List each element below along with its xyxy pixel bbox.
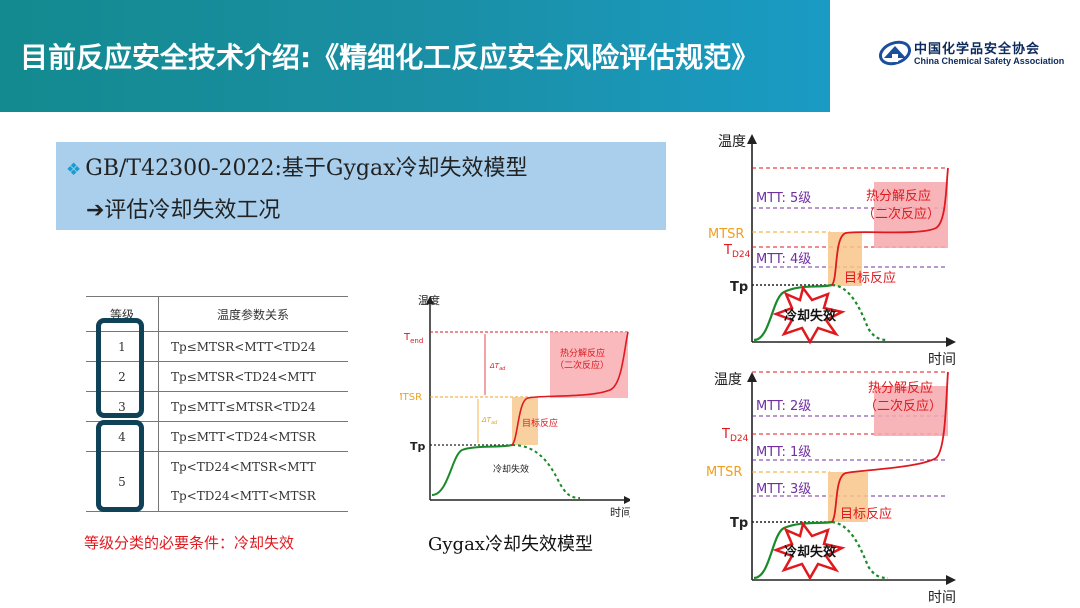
decomposition-region — [874, 182, 948, 248]
td24-label-main: T — [721, 427, 730, 442]
td24-label: TD24 — [721, 427, 749, 444]
mtt2-label: MTT: 2级 — [756, 399, 811, 414]
cooling-failure-label: 冷却失效 — [784, 308, 837, 324]
tp-label: Tp — [730, 280, 748, 295]
decomposition-label: 热分解反应 — [866, 188, 931, 204]
decomposition-region — [550, 332, 628, 398]
grade-chart-bottom: 温度 时间 MTT: 2级 TD24 MTT: 1级 MTSR MTT: 3级 … — [700, 366, 960, 606]
mtt4-label: MTT: 4级 — [756, 252, 811, 267]
relation-cell: Tp<TD24<MTT<MTSR — [158, 481, 348, 512]
tp-label: Tp — [730, 516, 748, 531]
dtad-label-large: ΔTad — [489, 362, 506, 372]
grade-bracket-top — [96, 318, 144, 418]
y-axis-arrow-icon — [747, 134, 757, 144]
y-axis-arrow-icon — [426, 296, 434, 304]
association-logo: 中国化学品安全协会 China Chemical Safety Associat… — [878, 36, 1068, 76]
mtt3-label: MTT: 3级 — [756, 482, 811, 497]
td24-label-sub: D24 — [730, 434, 749, 444]
logo-emblem-icon — [878, 40, 912, 66]
decomposition-region — [874, 386, 948, 436]
logo-panel — [830, 0, 1080, 112]
x-axis-label: 时间 — [928, 590, 956, 606]
relation-cell: Tp≤MTT<TD24<MTSR — [158, 421, 348, 452]
runaway-curve — [511, 331, 629, 446]
process-curve — [431, 444, 513, 496]
td24-label: TD24 — [723, 243, 751, 260]
cooling-failure-burst-icon — [772, 285, 846, 345]
td24-label-sub: D24 — [732, 250, 751, 260]
y-axis-arrow-icon — [747, 372, 757, 382]
table-row: Tp<TD24<MTT<MTSR — [86, 481, 348, 512]
tend-label-main: T — [403, 332, 411, 343]
callout-line-2: ➔评估冷却失效工况 — [86, 198, 281, 223]
y-axis-label: 温度 — [714, 372, 742, 388]
mtsr-label: MTSR — [400, 392, 422, 403]
dtad-label-small: ΔTad — [481, 416, 498, 426]
decomposition-label: 热分解反应 — [560, 347, 605, 359]
target-reaction-label: 目标反应 — [844, 270, 896, 286]
relation-cell: Tp≤MTSR<MTT<TD24 — [158, 331, 348, 362]
cooling-curve — [511, 444, 581, 499]
dtad-label-small-sub: ad — [491, 420, 498, 426]
grade-condition-note: 等级分类的必要条件：冷却失效 — [84, 534, 295, 552]
runaway-curve — [831, 371, 949, 523]
tp-label: Tp — [410, 440, 426, 453]
grade-chart-top: 温度 时间 MTT: 5级 MTSR TD24 MTT: 4级 Tp 热分解反应… — [700, 128, 960, 368]
relation-cell: Tp≤MTT≤MTSR<TD24 — [158, 391, 348, 422]
x-axis-arrow-icon — [624, 496, 630, 504]
decomposition-sublabel: （二次反应） — [555, 359, 609, 371]
decomposition-sublabel: （二次反应） — [862, 206, 940, 222]
x-axis-arrow-icon — [946, 337, 956, 347]
callout-line-1-text: GB/T42300-2022:基于Gygax冷却失效模型 — [85, 156, 528, 181]
relation-cell: Tp<TD24<MTSR<MTT — [171, 459, 316, 474]
target-reaction-label: 目标反应 — [840, 506, 892, 522]
runaway-curve — [831, 167, 949, 286]
decomposition-sublabel: （二次反应） — [864, 398, 942, 414]
mtsr-label: MTSR — [706, 465, 742, 480]
y-axis-label: 温度 — [418, 293, 440, 307]
x-axis-arrow-icon — [946, 575, 956, 585]
mtsr-label: MTSR — [708, 227, 744, 242]
relation-cell: Tp≤MTSR<TD24<MTT — [158, 361, 348, 392]
dtad-label-small-main: ΔT — [481, 416, 492, 424]
y-axis-label: 温度 — [718, 134, 746, 150]
x-axis-label: 时间 — [928, 352, 956, 368]
dtad-label-large-main: ΔT — [489, 362, 500, 370]
tend-label: Tend — [403, 332, 423, 345]
table-row: 1 Tp≤MTSR<MTT<TD24 — [86, 331, 348, 362]
callout-line-1: ❖GB/T42300-2022:基于Gygax冷却失效模型 — [66, 150, 528, 182]
grade-bracket-bottom — [96, 420, 144, 512]
logo-english-name: China Chemical Safety Association — [914, 56, 1065, 66]
target-reaction-label: 目标反应 — [522, 417, 558, 429]
dtad-label-large-sub: ad — [499, 366, 506, 372]
cooling-failure-burst-icon — [772, 521, 846, 581]
tend-label-sub: end — [410, 337, 423, 345]
diamond-bullet-icon: ❖ — [66, 160, 82, 180]
td24-label-main: T — [723, 243, 732, 258]
mtt1-label: MTT: 1级 — [756, 445, 811, 460]
x-axis-label: 时间 — [610, 506, 630, 519]
mtt5-label: MTT: 5级 — [756, 191, 811, 206]
gygax-caption: Gygax冷却失效模型 — [428, 534, 593, 555]
standard-callout: ❖GB/T42300-2022:基于Gygax冷却失效模型 ➔评估冷却失效工况 — [56, 142, 666, 230]
table-header-relation: 温度参数关系 — [158, 296, 348, 332]
decomposition-label: 热分解反应 — [868, 380, 933, 396]
logo-chinese-name: 中国化学品安全协会 — [914, 42, 1041, 57]
cooling-failure-label: 冷却失效 — [784, 544, 837, 560]
cooling-failure-label: 冷却失效 — [493, 463, 529, 475]
gygax-model-diagram: 温度 时间 Tend MTSR Tp ΔTad ΔTad 目标反应 热分解反应 … — [400, 293, 630, 519]
page-title: 目前反应安全技术介绍:《精细化工反应安全风险评估规范》 — [20, 41, 760, 74]
target-reaction-region — [512, 397, 538, 445]
